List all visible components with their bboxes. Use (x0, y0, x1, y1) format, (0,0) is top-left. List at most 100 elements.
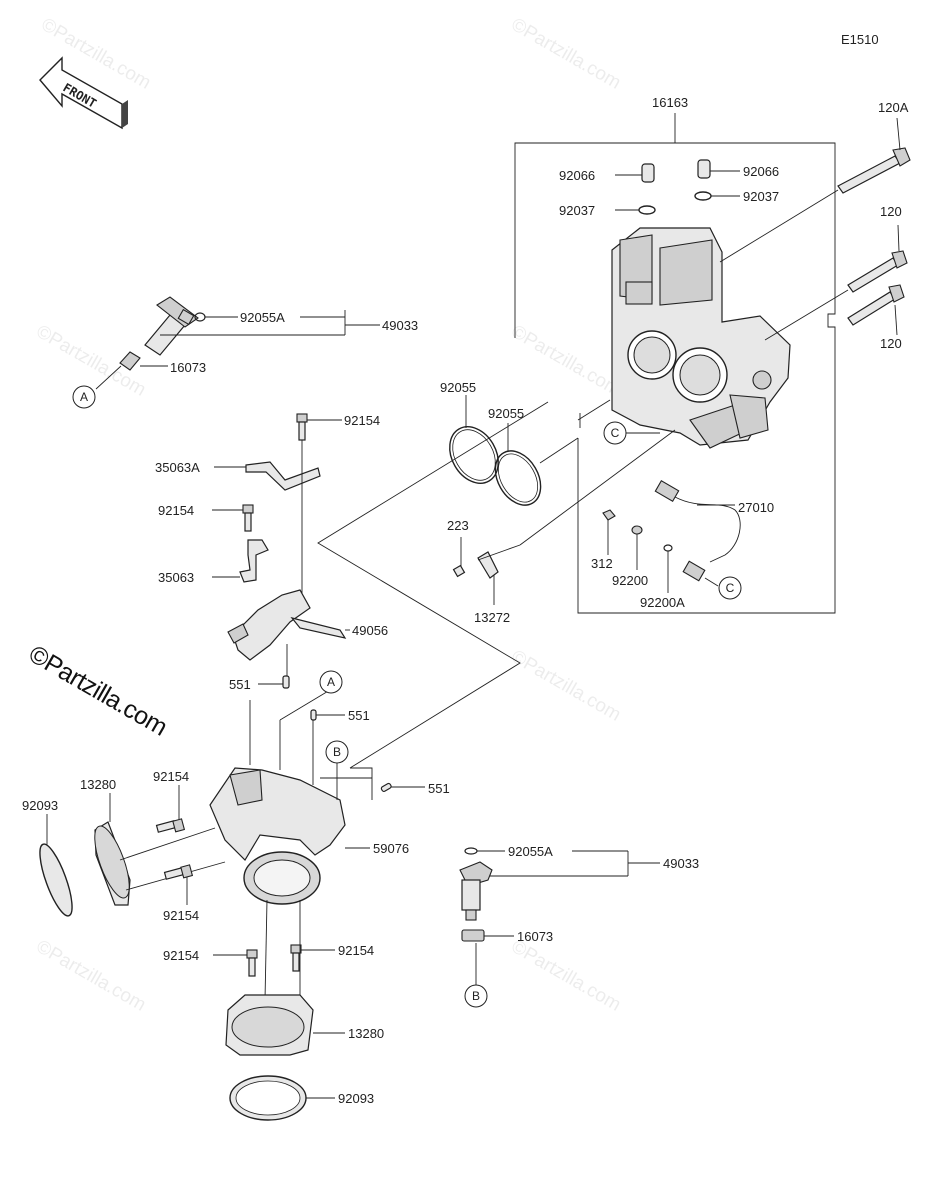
label-92200A: 92200A (640, 595, 685, 610)
bolt-120A (719, 117, 911, 263)
callout-A-top: A (72, 385, 96, 409)
label-92066: 92066 (743, 164, 779, 179)
cap-92066-right (697, 159, 740, 179)
label-13280: 13280 (348, 1026, 384, 1041)
alignment-line (317, 401, 549, 769)
watermark: ©Partzilla.com (508, 936, 625, 1016)
label-551: 551 (428, 781, 450, 796)
o-ring-92055-large (449, 395, 499, 484)
label-49033: 49033 (382, 318, 418, 333)
label-120: 120 (880, 336, 902, 351)
label-551: 551 (348, 708, 370, 723)
svg-text:B: B (472, 989, 480, 1003)
label-92154: 92154 (163, 908, 199, 923)
label-49033: 49033 (663, 856, 699, 871)
label-551: 551 (229, 677, 251, 692)
part-labels: 16163 120A 120 120 92066 92066 92037 920… (22, 95, 909, 1106)
nut-312 (602, 509, 616, 555)
watermark: ©Partzilla.com (508, 646, 625, 726)
svg-text:A: A (327, 675, 335, 689)
gasket-13280-left (94, 793, 226, 906)
cap-16073-top (95, 351, 168, 390)
screw-92154-mid (212, 504, 254, 532)
screw-223 (452, 537, 466, 578)
label-16163: 16163 (652, 95, 688, 110)
o-ring-92037-left (615, 205, 656, 215)
label-92055A: 92055A (508, 844, 553, 859)
svg-text:C: C (726, 581, 735, 595)
screw-92154-bottom-right (290, 900, 335, 1000)
label-13272: 13272 (474, 610, 510, 625)
alignment-line (577, 399, 611, 421)
wiring-27010 (654, 480, 741, 587)
label-92066: 92066 (559, 168, 595, 183)
gasket-13280-bottom (225, 994, 345, 1056)
injector-bottom (459, 847, 660, 921)
label-92055: 92055 (440, 380, 476, 395)
screw-92154-left-lower (163, 864, 194, 905)
assembly-frame (514, 142, 836, 614)
screw-92154-top (296, 413, 342, 441)
callout-B-manifold: B (325, 740, 349, 764)
alignment-line (539, 437, 579, 464)
manifold-59076 (209, 689, 373, 905)
label-92055: 92055 (488, 406, 524, 421)
label-92154: 92154 (163, 948, 199, 963)
pin-551-b (310, 709, 345, 721)
label-35063A: 35063A (155, 460, 200, 475)
sensor-49056 (227, 589, 350, 661)
label-92154: 92154 (344, 413, 380, 428)
label-27010: 27010 (738, 500, 774, 515)
callout-C-wire: C (718, 576, 742, 600)
o-ring-92055-small (494, 423, 542, 506)
label-13280: 13280 (80, 777, 116, 792)
ring-92093-left (39, 814, 73, 917)
injector-top (144, 296, 380, 356)
cap-16073-bottom (461, 929, 514, 985)
label-59076: 59076 (373, 841, 409, 856)
label-92093: 92093 (338, 1091, 374, 1106)
label-120A: 120A (878, 100, 909, 115)
screw-92154-bottom-left (213, 899, 268, 1001)
watermark: ©Partzilla.com (508, 321, 625, 401)
label-92037: 92037 (743, 189, 779, 204)
label-92055A: 92055A (240, 310, 285, 325)
o-ring-92037-right (694, 191, 740, 201)
label-16073: 16073 (170, 360, 206, 375)
throttle-body (611, 227, 791, 449)
label-92154: 92154 (338, 943, 374, 958)
callout-A-manifold: A (319, 670, 343, 694)
washer-92200A (663, 544, 673, 593)
label-120: 120 (880, 204, 902, 219)
label-92154: 92154 (158, 503, 194, 518)
bracket-35063A (214, 440, 321, 610)
label-16073: 16073 (517, 929, 553, 944)
label-49056: 49056 (352, 623, 388, 638)
ring-92093-bottom (229, 1075, 335, 1121)
screw-92154-left-upper (155, 785, 186, 833)
label-92200: 92200 (612, 573, 648, 588)
bracket-35063 (212, 539, 269, 583)
pin-551-a (258, 644, 290, 689)
label-312: 312 (591, 556, 613, 571)
cap-92066-left (615, 163, 655, 183)
label-92154: 92154 (153, 769, 189, 784)
svg-text:A: A (80, 390, 88, 404)
svg-text:C: C (611, 426, 620, 440)
label-92037: 92037 (559, 203, 595, 218)
label-92093: 92093 (22, 798, 58, 813)
clip-13272 (477, 429, 676, 605)
watermark: ©Partzilla.com (508, 14, 625, 94)
label-223: 223 (447, 518, 469, 533)
callout-B-bottom: B (464, 984, 488, 1008)
pin-551-c (380, 782, 425, 792)
bolt-120-upper (764, 224, 908, 341)
diagram-code: E1510 (841, 32, 879, 47)
washer-92200 (631, 525, 643, 570)
bolt-120-lower (847, 284, 905, 336)
callout-C-throttle: C (603, 421, 660, 445)
svg-text:B: B (333, 745, 341, 759)
watermark: ©Partzilla.com (33, 936, 150, 1016)
label-35063: 35063 (158, 570, 194, 585)
